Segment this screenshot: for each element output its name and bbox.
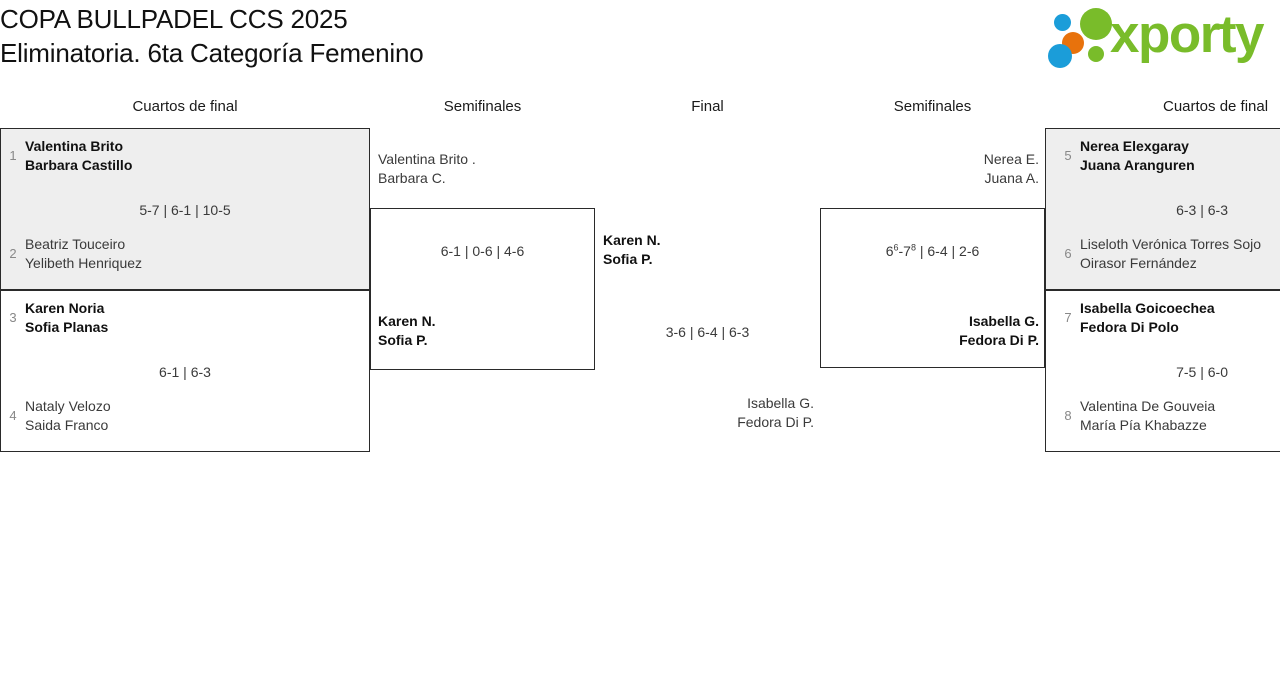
match-score: 7-5 | 6-0 [1176,364,1228,380]
match-box-quarterfinal-1[interactable]: 1 Valentina Brito Barbara Castillo 5-7 |… [0,128,370,290]
player-name-1: Isabella G. [747,395,814,411]
semifinal-right-top-participant[interactable]: Nerea E. Juana A. [820,150,1039,188]
seed-number: 5 [1064,148,1072,163]
page-header: COPA BULLPADEL CCS 2025 Eliminatoria. 6t… [0,0,1280,88]
score-remaining-sets: | 6-4 | 2-6 [915,243,980,259]
match-box-semifinal-left[interactable]: 6-1 | 0-6 | 4-6 [370,208,595,370]
player-name-1: Isabella G. [968,313,1039,329]
seed-number: 6 [1064,246,1072,261]
round-header-final: Final [691,98,724,115]
tournament-subtitle: Eliminatoria. 6ta Categoría Femenino [0,38,424,68]
match-participant-bottom[interactable]: 2 Beatriz Touceiro Yelibeth Henriquez [1,235,369,273]
participant-names: Isabella Goicoechea Fedora Di Polo [1080,299,1215,337]
semifinal-left-bottom-participant[interactable]: Karen N. Sofia P. [378,312,436,350]
player-name-2: Barbara Castillo [25,157,133,173]
participant-names: Valentina De Gouveia María Pía Khabazze [1080,397,1215,435]
score-set-1-games: 6 [885,243,894,259]
player-name-2: Fedora Di P. [737,414,814,430]
final-top-participant[interactable]: Karen N. Sofia P. [603,231,661,269]
round-header-semifinals-right: Semifinales [893,98,972,115]
logo-wordmark: xporty [1110,5,1264,64]
round-header-quarterfinals-left: Cuartos de final [132,98,238,115]
match-participant-top[interactable]: 7 Isabella Goicoechea Fedora Di Polo [1056,299,1280,337]
player-name-2: Sofia P. [378,332,428,348]
player-name-2: María Pía Khabazze [1080,417,1207,433]
score-set-1-tiebreak: 6 [893,242,899,253]
match-score: 6-1 | 6-3 [159,364,211,380]
score-set-1-opponent-tiebreak: 8 [910,242,916,253]
logo-dots-icon [1048,8,1124,68]
player-name-1: Isabella Goicoechea [1080,300,1215,316]
player-name-2: Fedora Di Polo [1080,319,1179,335]
match-score: 6-3 | 6-3 [1176,202,1228,218]
player-name-2: Juana Aranguren [1080,157,1195,173]
seed-number: 2 [9,246,17,261]
xporty-logo[interactable]: xporty [1048,5,1280,68]
seed-number: 8 [1064,408,1072,423]
player-name-1: Valentina De Gouveia [1080,398,1216,414]
player-name-1: Karen Noria [25,300,105,316]
player-name-1: Beatriz Touceiro [25,236,126,252]
match-participant-top[interactable]: 5 Nerea Elexgaray Juana Aranguren [1056,137,1280,175]
player-name-1: Valentina Brito [25,138,124,154]
participant-names: Liseloth Verónica Torres Sojo Oirasor Fe… [1080,235,1261,273]
seed-number: 3 [9,310,17,325]
seed-number: 7 [1064,310,1072,325]
match-score: 6-1 | 0-6 | 4-6 [440,243,525,259]
seed-number: 1 [9,148,17,163]
match-participant-top[interactable]: 1 Valentina Brito Barbara Castillo [1,137,369,175]
round-header-quarterfinals-right: Cuartos de final [1163,98,1269,115]
player-name-1: Karen N. [378,313,436,329]
match-participant-bottom[interactable]: 4 Nataly Velozo Saida Franco [1,397,369,435]
participant-names: Beatriz Touceiro Yelibeth Henriquez [25,235,142,273]
participant-names: Karen Noria Sofia Planas [25,299,108,337]
player-name-2: Saida Franco [25,417,109,433]
tournament-title-block: COPA BULLPADEL CCS 2025 Eliminatoria. 6t… [0,2,900,70]
match-box-quarterfinal-2[interactable]: 3 Karen Noria Sofia Planas 6-1 | 6-3 4 N… [0,290,370,452]
match-box-quarterfinal-4[interactable]: 7 Isabella Goicoechea Fedora Di Polo 7-5… [1045,290,1280,452]
player-name-2: Sofia P. [603,251,653,267]
player-name-2: Sofia Planas [25,319,109,335]
player-name-1: Nerea Elexgaray [1080,138,1189,154]
final-bottom-participant[interactable]: Isabella G. Fedora Di P. [603,394,814,432]
match-box-quarterfinal-3[interactable]: 5 Nerea Elexgaray Juana Aranguren 6-3 | … [1045,128,1280,290]
final-match-score: 3-6 | 6-4 | 6-3 [665,324,750,340]
player-name-2: Juana A. [984,170,1040,186]
match-participant-bottom[interactable]: 6 Liseloth Verónica Torres Sojo Oirasor … [1056,235,1280,273]
player-name-2: Yelibeth Henriquez [25,255,143,271]
player-name-1: Karen N. [603,232,661,248]
match-score: 66-78 | 6-4 | 2-6 [821,242,1044,261]
player-name-2: Fedora Di P. [959,332,1039,348]
logo-dot-blue-small-icon [1054,14,1071,31]
player-name-1: Nataly Velozo [25,398,111,414]
player-name-2: Oirasor Fernández [1080,255,1197,271]
logo-dot-green-large-icon [1080,8,1112,40]
match-box-semifinal-right[interactable]: 66-78 | 6-4 | 2-6 [820,208,1045,368]
player-name-1: Liseloth Verónica Torres Sojo [1080,236,1262,252]
match-participant-top[interactable]: 3 Karen Noria Sofia Planas [1,299,369,337]
semifinal-right-bottom-participant[interactable]: Isabella G. Fedora Di P. [820,312,1039,350]
participant-names: Nerea Elexgaray Juana Aranguren [1080,137,1195,175]
logo-dot-green-small-icon [1088,46,1104,62]
player-name-2: Barbara C. [378,170,446,186]
player-name-1: Valentina Brito . [378,151,476,167]
participant-names: Nataly Velozo Saida Franco [25,397,111,435]
match-score: 5-7 | 6-1 | 10-5 [139,202,231,218]
semifinal-left-top-participant[interactable]: Valentina Brito . Barbara C. [378,150,476,188]
participant-names: Valentina Brito Barbara Castillo [25,137,132,175]
seed-number: 4 [9,408,17,423]
match-participant-bottom[interactable]: 8 Valentina De Gouveia María Pía Khabazz… [1056,397,1280,435]
player-name-1: Nerea E. [983,151,1039,167]
score-set-1-opponent-games: -7 [898,243,911,259]
logo-dot-blue-medium-icon [1048,44,1072,68]
round-header-semifinals-left: Semifinales [443,98,522,115]
tournament-name: COPA BULLPADEL CCS 2025 [0,4,348,34]
